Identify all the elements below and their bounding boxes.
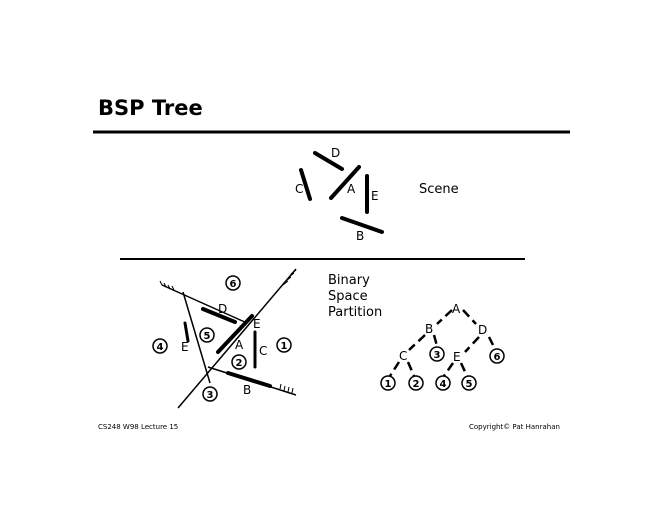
partition-label-c: C (259, 344, 267, 358)
region-3-label: 3 (207, 390, 214, 401)
tree-leaf-1: 1 (380, 375, 396, 391)
region-4: 4 (152, 338, 168, 354)
tree-leaf-2: 2 (408, 375, 424, 391)
footer-left: CS248 W98 Lecture 15 (98, 423, 179, 431)
region-6-label: 6 (230, 279, 237, 290)
region-5: 5 (199, 327, 215, 343)
region-2-label: 2 (236, 358, 243, 369)
partition-caption-line-2: Space (328, 289, 368, 304)
partition-label-a: A (235, 338, 244, 352)
hatch-b (279, 383, 294, 394)
region-4-label: 4 (157, 342, 164, 353)
partition-caption-line-3: Partition (328, 305, 382, 320)
tree-leaf-3-label: 3 (434, 350, 441, 361)
region-2: 2 (231, 354, 247, 370)
tree-leaf-4-label: 4 (440, 379, 447, 390)
scene-segment-d (313, 151, 344, 171)
tree-node-d: D (478, 323, 487, 337)
scene-segment-b (340, 216, 384, 234)
region-1-label: 1 (281, 341, 288, 352)
hatch-a-top (282, 269, 297, 286)
partition-caption-line-1: Binary (328, 273, 370, 288)
scene-figure (299, 151, 384, 234)
tree-node-b: B (425, 322, 433, 336)
scene-segment-c (299, 168, 312, 201)
scene-label-c: C (295, 182, 303, 196)
partition-label-d: D (218, 302, 227, 316)
region-6: 6 (225, 275, 241, 291)
scene-label-a: A (347, 182, 356, 196)
tree-node-a: A (452, 302, 461, 316)
partition-label-e-left: E (181, 340, 189, 354)
tree-leaf-2-label: 2 (413, 379, 420, 390)
tree-leaf-6-label: 6 (494, 352, 501, 363)
segment-e (183, 321, 190, 343)
tree-leaf-5: 5 (461, 375, 477, 391)
tree-leaf-5-label: 5 (466, 379, 473, 390)
scene-label-e: E (371, 189, 379, 203)
footer-right: Copyright© Pat Hanrahan (469, 423, 560, 431)
segment-b (226, 371, 272, 388)
tree-leaf-6: 6 (489, 348, 505, 364)
partition-label-e-right: E (253, 317, 261, 331)
tree-node-e: E (453, 350, 461, 364)
region-1: 1 (276, 337, 292, 353)
slide-title: BSP Tree (98, 96, 203, 120)
segment-a (216, 314, 254, 354)
hatch-d (159, 280, 175, 291)
tree-leaf-3: 3 (429, 346, 445, 362)
tree-leaf-4: 4 (435, 375, 451, 391)
scene-label-d: D (331, 146, 340, 160)
region-5-label: 5 (204, 331, 211, 342)
partition-figure (159, 268, 297, 409)
region-3: 3 (202, 386, 218, 402)
split-line-e (182, 291, 211, 384)
segment-d (201, 307, 237, 324)
split-line-a (177, 268, 297, 409)
scene-caption: Scene (419, 182, 459, 197)
split-line-d (161, 284, 248, 324)
tree-edges (388, 309, 497, 377)
scene-segment-a (329, 165, 361, 200)
partition-label-b: B (243, 383, 251, 397)
tree-leaf-1-label: 1 (385, 379, 392, 390)
scene-label-b: B (356, 229, 364, 243)
tree-node-c: C (399, 349, 407, 363)
